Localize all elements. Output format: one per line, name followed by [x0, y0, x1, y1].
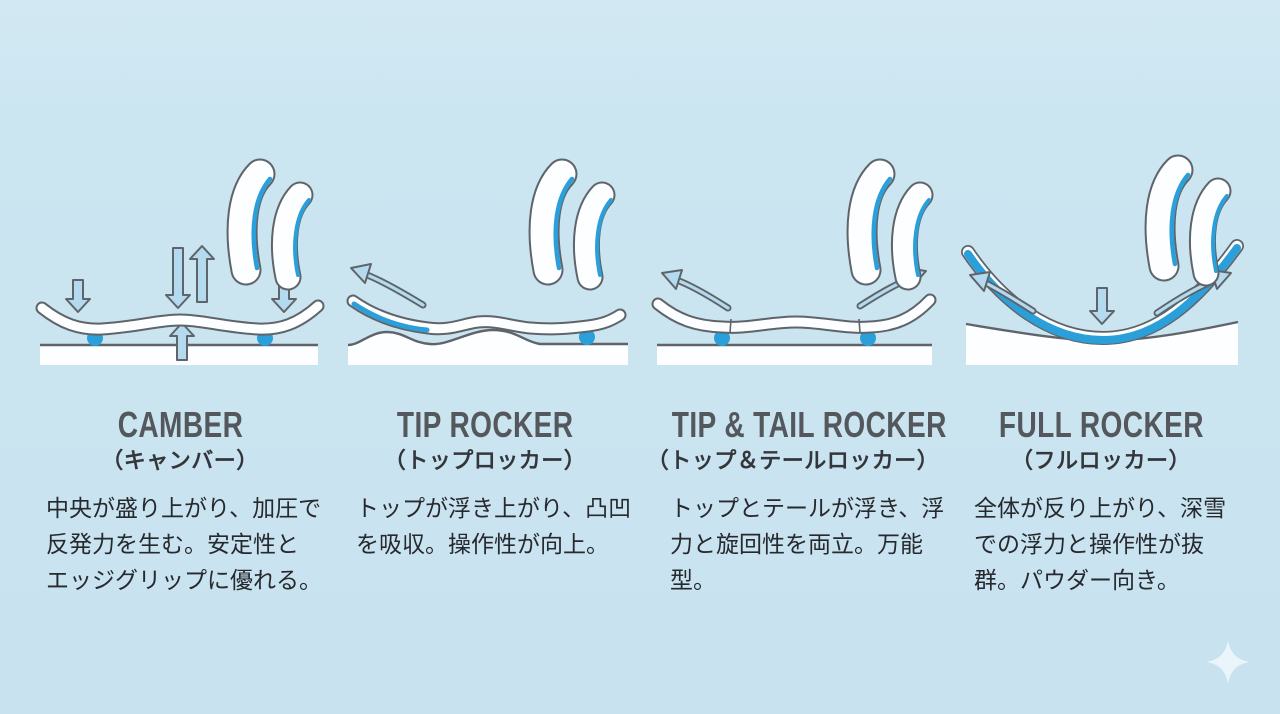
lift-arrow — [350, 263, 427, 309]
description-line: 反発力を生む。安定性と — [46, 531, 299, 557]
tip-rocker-diagram — [346, 140, 628, 365]
profile-description: トップとテールが浮き、浮 力と旋回性を両立。万能 型。 — [640, 490, 960, 598]
profile-description: 全体が反り上がり、深雪 での浮力と操作性が抜 群。パウダー向き。 — [960, 490, 1280, 598]
lift-arrow-left — [969, 271, 1037, 315]
curved-arrow-icon — [661, 269, 683, 290]
ski-profile-camber — [35, 299, 325, 336]
caption-block: TIP ROCKER （トップロッカー） — [325, 405, 645, 475]
lift-arrow-left — [661, 269, 732, 312]
curved-arrow-icon — [350, 263, 372, 284]
profile-subtitle-jp: （トップロッカー） — [383, 448, 587, 473]
ski-tips-icon — [242, 174, 309, 277]
ski-tips-icon — [862, 174, 929, 277]
tip-tail-rocker-diagram — [651, 140, 960, 365]
caption-block: TIP & TAIL ROCKER （トップ＆テールロッカー） — [633, 405, 953, 475]
ski-tips-icon — [1160, 170, 1227, 273]
sparkle-icon — [1206, 640, 1250, 684]
profile-column-camber: CAMBER （キャンバー） 中央が盛り上がり、加圧で 反発力を生む。安定性と … — [0, 140, 325, 598]
profile-title: FULL ROCKER — [998, 404, 1204, 445]
bumpy-ground — [347, 328, 628, 365]
description-line: 力と旋回性を両立。万能 — [670, 531, 923, 557]
description-line: 型。 — [670, 567, 716, 593]
profile-title: TIP ROCKER — [396, 404, 574, 445]
description-line: エッジグリップに優れる。 — [46, 567, 322, 593]
profile-subtitle-jp: （キャンバー） — [101, 448, 259, 473]
caption-block: FULL ROCKER （フルロッカー） — [941, 405, 1261, 475]
curved-arrow-icon — [969, 271, 991, 292]
down-arrow-icon — [1089, 287, 1115, 325]
description-line: 群。パウダー向き。 — [974, 567, 1180, 593]
description-line: を吸収。操作性が向上。 — [356, 531, 609, 557]
full-rocker-diagram — [961, 140, 1244, 365]
ski-profile-tip-tail-rocker — [651, 293, 937, 334]
down-arrow-icon — [65, 279, 91, 313]
pressure-arrows — [65, 245, 297, 313]
up-arrow-icon — [189, 245, 215, 303]
profile-column-full-rocker: FULL ROCKER （フルロッカー） 全体が反り上がり、深雪 での浮力と操作… — [960, 140, 1280, 598]
caption-block: CAMBER （キャンバー） — [20, 405, 340, 475]
contact-point-dot — [860, 330, 876, 346]
profile-title: TIP & TAIL ROCKER — [671, 404, 947, 445]
description-line: 中央が盛り上がり、加圧で — [46, 495, 322, 521]
profile-subtitle-jp: （フルロッカー） — [1010, 448, 1191, 473]
profile-description: 中央が盛り上がり、加圧で 反発力を生む。安定性と エッジグリップに優れる。 — [0, 490, 322, 598]
profile-column-tip-tail-rocker: TIP & TAIL ROCKER （トップ＆テールロッカー） トップとテールが… — [640, 140, 960, 598]
ski-tips-icon — [544, 174, 611, 277]
profile-subtitle-jp: （トップ＆テールロッカー） — [646, 448, 940, 473]
ski-profile-tip-rocker — [346, 294, 627, 336]
contact-point-dot — [714, 330, 730, 346]
rocker-base-highlight — [351, 301, 430, 333]
profile-column-tip-rocker: TIP ROCKER （トップロッカー） トップが浮き上がり、凸凹 を吸収。操作… — [320, 140, 640, 562]
description-line: での浮力と操作性が抜 — [974, 531, 1204, 557]
description-line: 全体が反り上がり、深雪 — [974, 495, 1227, 521]
up-arrow-icon — [169, 322, 195, 361]
ground — [657, 343, 932, 365]
profile-description: トップが浮き上がり、凸凹 を吸収。操作性が向上。 — [320, 490, 640, 562]
contact-points — [714, 330, 876, 346]
camber-diagram — [35, 140, 325, 365]
description-line: トップが浮き上がり、凸凹 — [356, 495, 632, 521]
down-arrow-icon — [165, 247, 191, 309]
description-line: トップとテールが浮き、浮 — [670, 495, 945, 521]
profile-title: CAMBER — [117, 404, 243, 445]
